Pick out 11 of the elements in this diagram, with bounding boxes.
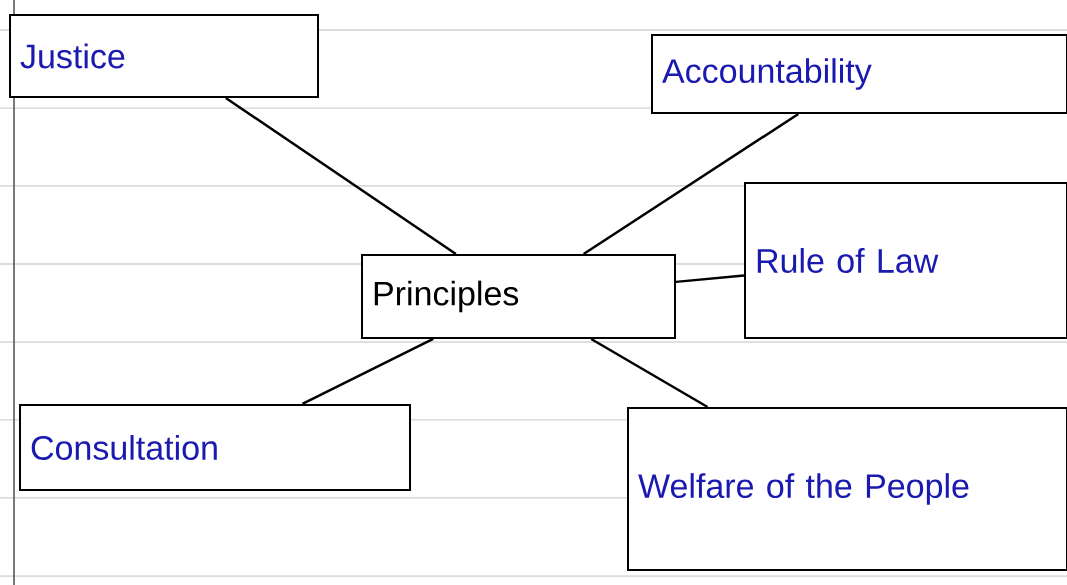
concept-box: Consultation: [19, 404, 411, 491]
concept-box: Rule of Law: [744, 182, 1067, 339]
concept-box: Justice: [9, 14, 319, 98]
connector-line: [301, 337, 434, 406]
central-box: Principles: [361, 254, 676, 339]
connector-line: [582, 112, 799, 256]
connector-line: [225, 96, 457, 256]
concept-box: Welfare of the People: [627, 407, 1067, 571]
connector-line: [590, 337, 709, 409]
concept-box: Accountability: [651, 34, 1067, 114]
connector-line: [675, 274, 745, 284]
